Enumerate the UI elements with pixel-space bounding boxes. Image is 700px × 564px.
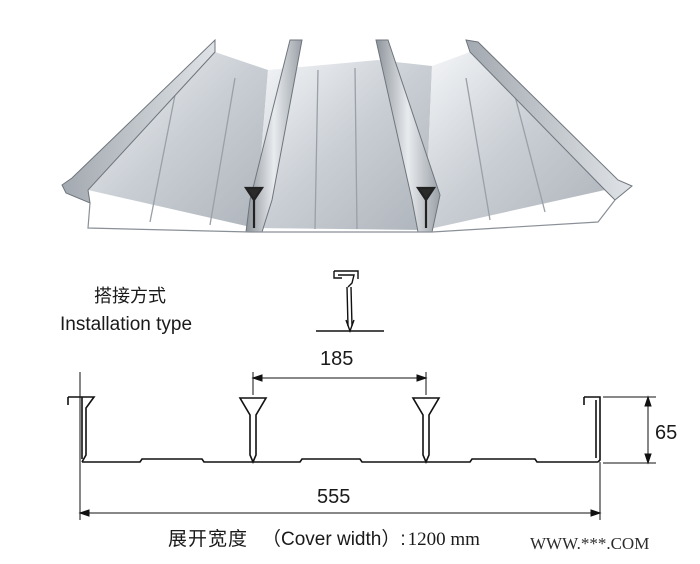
profile-rib-mid [238, 397, 268, 465]
deck-end-lip-left [61, 38, 216, 204]
cover-width-label-en: （Cover width）: [262, 529, 406, 550]
height-dimension: 65 [655, 422, 678, 444]
profile-rib-left [67, 396, 96, 463]
website-watermark: WWW.***.COM [530, 534, 650, 553]
profile-bottom [82, 458, 598, 463]
pan-grooves [149, 67, 546, 230]
rib-end-profile [243, 186, 265, 228]
cover-width-label-cn: 展开宽度 [168, 529, 249, 550]
cover-width-caption: 展开宽度 （Cover width）:1200 mm [168, 530, 480, 549]
cover-width-value: 1200 mm [407, 529, 480, 550]
deck-pan [88, 52, 268, 228]
profile-rib-right [583, 396, 601, 463]
total-width-dimension: 555 [317, 486, 351, 508]
installation-type-label-en: Installation type [60, 314, 193, 335]
rib-end-profile [415, 186, 437, 228]
deck-end-lip-right [465, 39, 633, 201]
rib-spacing-dimension: 185 [320, 348, 354, 370]
deck-pan [425, 52, 605, 230]
deck-front-edge [87, 199, 616, 233]
installation-type-label-cn: 搭接方式 [94, 286, 166, 306]
deck-pan [255, 60, 432, 230]
profile-rib-mid [411, 397, 441, 465]
